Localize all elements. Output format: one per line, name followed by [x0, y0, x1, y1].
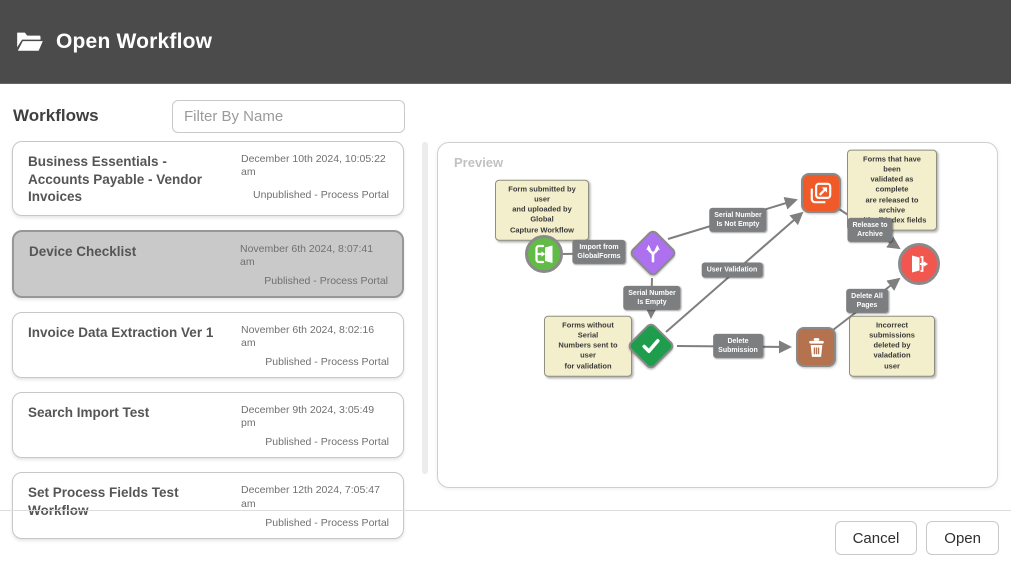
import-icon [535, 244, 553, 264]
branch-icon [646, 244, 660, 263]
validate-node [626, 321, 676, 371]
workflow-name: Search Import Test [28, 405, 150, 421]
workflow-name: Device Checklist [29, 243, 137, 259]
cancel-button[interactable]: Cancel [834, 521, 918, 555]
dialog-title: Open Workflow [56, 29, 213, 53]
forward-to-queue-node [801, 173, 841, 213]
workflow-status: Published - Process Portal [265, 436, 389, 449]
workflow-status: Published - Process Portal [265, 356, 389, 369]
workflow-list: Business Essentials - Accounts Payable -… [12, 141, 404, 553]
note-validate: Forms without Serial Numbers sent to use… [544, 315, 632, 377]
note-start: Form submitted by user and uploaded by G… [495, 179, 589, 241]
end-node [898, 243, 940, 285]
edge-label-user-validation: User Validation [701, 262, 763, 278]
workflow-card-search-import-test[interactable]: Search Import Test December 9th 2024, 3:… [12, 392, 404, 459]
branch-node [628, 228, 678, 278]
footer-divider [0, 510, 1011, 511]
list-scrollbar[interactable] [422, 142, 428, 474]
delete-node [796, 327, 836, 367]
forward-icon [810, 182, 832, 204]
workflow-card-invoice-data-extraction[interactable]: Invoice Data Extraction Ver 1 November 6… [12, 311, 404, 379]
edge-label-serial-empty: Serial Number Is Empty [623, 285, 681, 311]
workflow-name: Business Essentials - Accounts Payable -… [28, 154, 203, 205]
workflow-date: November 6th 2024, 8:07:41 am [240, 242, 374, 268]
open-button[interactable]: Open [926, 521, 999, 555]
workflow-card-set-process-fields[interactable]: Set Process Fields Test Workflow Decembe… [12, 472, 404, 539]
workflow-date: December 12th 2024, 7:05:47 am [241, 484, 380, 510]
workflow-date: November 6th 2024, 8:02:16 am [241, 323, 375, 350]
folder-open-icon [16, 30, 44, 54]
workflow-name: Invoice Data Extraction Ver 1 [28, 324, 214, 340]
workflow-date: December 10th 2024, 10:05:22 am [241, 153, 386, 179]
workflow-name: Set Process Fields Test Workflow [28, 485, 179, 518]
workflow-status: Published - Process Portal [265, 516, 389, 529]
edge-label-serial-not-empty: Serial Number Is Not Empty [709, 207, 767, 233]
workflow-status: Unpublished - Process Portal [253, 189, 389, 202]
check-icon [642, 339, 660, 353]
preview-label: Preview [454, 155, 504, 170]
edge-label-delete-all-pages: Delete All Pages [846, 288, 888, 314]
edge-label-import: Import from GlobalForms [572, 239, 626, 265]
trash-icon [808, 337, 824, 357]
workflow-card-business-essentials[interactable]: Business Essentials - Accounts Payable -… [12, 141, 404, 216]
footer-actions: Cancel Open [834, 521, 999, 555]
preview-panel: Preview Form submitted by user and uploa… [437, 142, 998, 488]
exit-icon [912, 255, 928, 273]
start-node [525, 235, 563, 273]
dialog-header: Open Workflow [0, 0, 1011, 84]
note-delete: Incorrect submissions deleted by valadat… [849, 315, 935, 377]
workflow-card-device-checklist[interactable]: Device Checklist November 6th 2024, 8:07… [12, 229, 404, 298]
workflow-date: December 9th 2024, 3:05:49 pm [241, 404, 375, 430]
workflows-heading: Workflows [13, 106, 99, 125]
edge-label-release-archive: Release to Archive [847, 217, 893, 243]
edge-label-delete-submission: Delete Submission [713, 333, 763, 359]
filter-by-name-input[interactable] [172, 100, 405, 133]
workflow-status: Published - Process Portal [264, 274, 388, 287]
